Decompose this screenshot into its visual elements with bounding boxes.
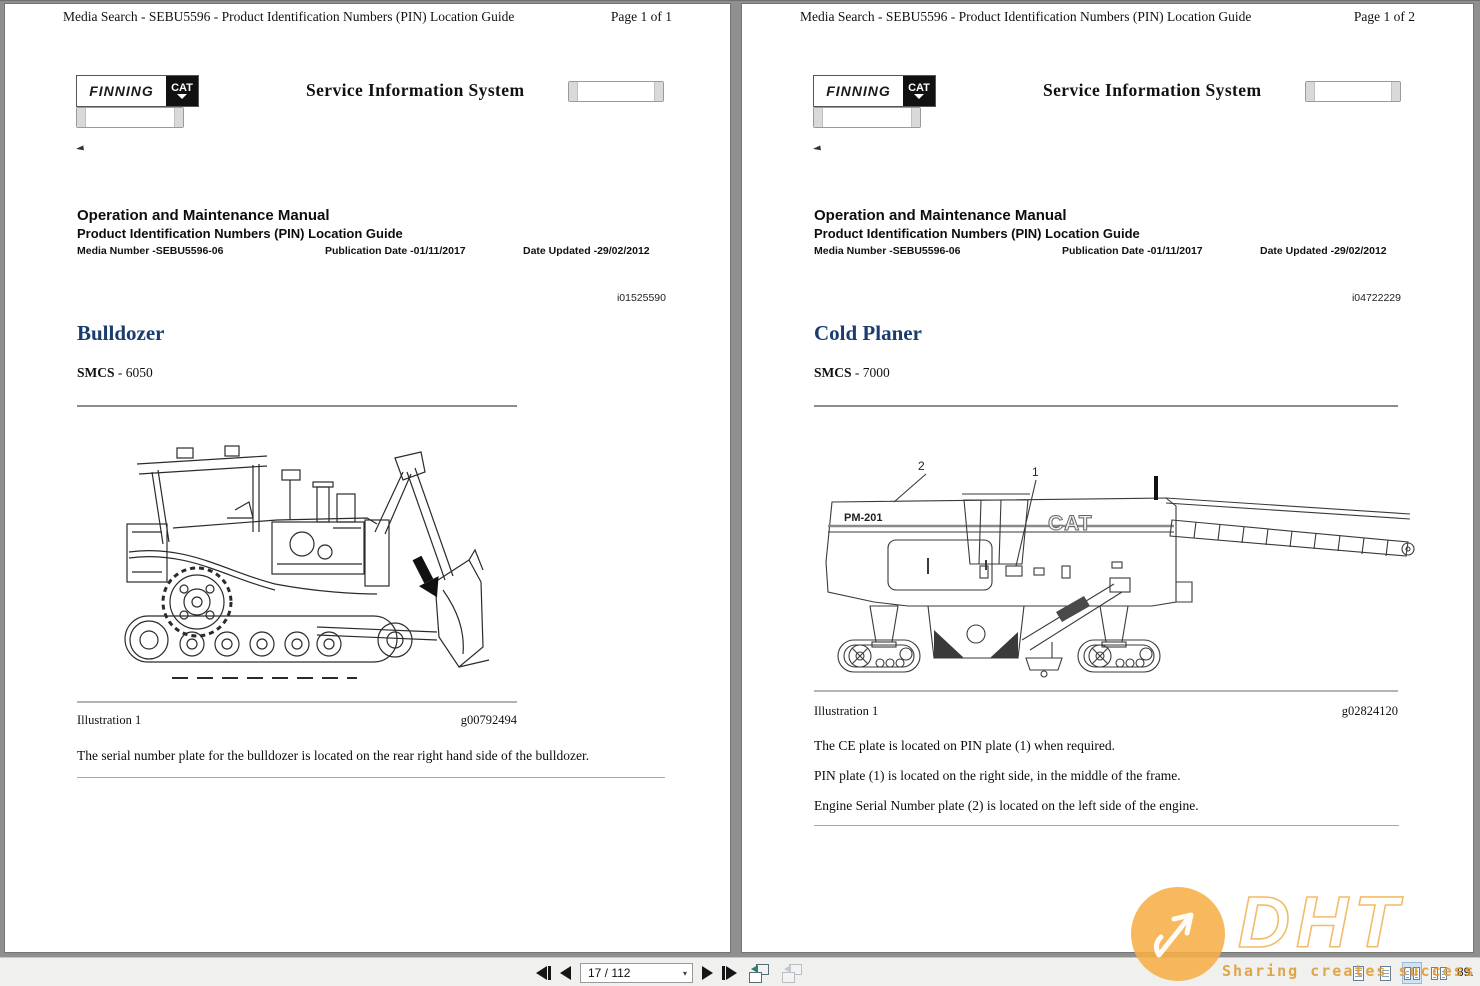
first-page-icon (536, 966, 547, 980)
page-layout-options (1348, 962, 1449, 984)
divider-rule (77, 777, 665, 778)
illustration-caption: Illustration 1 g00792494 (77, 713, 517, 728)
media-number: Media Number -SEBU5596-06 (77, 245, 224, 257)
previous-view-button[interactable] (748, 963, 770, 983)
body-paragraph: PIN plate (1) is located on the right si… (814, 768, 1181, 783)
page-number-value: 17 / 112 (588, 966, 631, 980)
publication-date: Publication Date -01/11/2017 (325, 245, 466, 257)
cursor-arrow-icon: ◄ (75, 142, 85, 155)
manual-subtitle: Product Identification Numbers (PIN) Loc… (77, 226, 403, 241)
doc-id: i04722229 (1351, 292, 1401, 304)
finning-logo-text: FINNING (826, 83, 891, 99)
header-button-blank[interactable] (568, 81, 664, 102)
next-view-button[interactable] (781, 963, 803, 983)
illustration-label: Illustration 1 (814, 704, 879, 718)
body-paragraph: The serial number plate for the bulldoze… (77, 748, 590, 763)
print-header-page-count: Page 1 of 2 (1353, 9, 1415, 24)
print-header: Media Search - SEBU5596 - Product Identi… (63, 9, 672, 25)
header-button-blank[interactable] (813, 107, 921, 128)
publication-date: Publication Date -01/11/2017 (1062, 245, 1203, 257)
smcs-code: SMCS - 6050 (77, 365, 153, 380)
previous-page-icon (560, 966, 571, 980)
facing-pages-view-button[interactable] (1402, 962, 1422, 984)
divider-rule (814, 825, 1399, 826)
cursor-arrow-icon: ◄ (812, 142, 822, 155)
cat-brand-label: CAT (1048, 512, 1093, 535)
page-dropdown-arrow-icon[interactable]: ▾ (682, 968, 687, 978)
viewer-toolbar: 17 / 112 ▾ 89. (0, 957, 1480, 986)
cat-logo: CAT (903, 76, 935, 106)
page-navigation: 17 / 112 ▾ (536, 963, 803, 983)
section-title-cold-planer: Cold Planer (814, 321, 922, 345)
illustration-caption: Illustration 1 g02824120 (814, 704, 1398, 719)
body-paragraph: Engine Serial Number plate (2) is locate… (814, 798, 1199, 813)
doc-id: i01525590 (616, 292, 666, 304)
date-updated: Date Updated -29/02/2012 (523, 245, 650, 257)
bulldozer-illustration (77, 432, 517, 694)
manual-title: Operation and Maintenance Manual (814, 207, 1067, 224)
body-paragraph: The CE plate is located on PIN plate (1)… (814, 738, 1116, 753)
finning-logo-text: FINNING (89, 83, 154, 99)
print-header-title: Media Search - SEBU5596 - Product Identi… (63, 9, 515, 24)
smcs-code: SMCS - 7000 (814, 365, 890, 380)
callout-2-label: 2 (918, 459, 925, 473)
document-page-left: Media Search - SEBU5596 - Product Identi… (4, 3, 731, 953)
zoom-level-text: 89. (1457, 965, 1474, 979)
callout-1-label: 1 (1032, 465, 1039, 479)
next-page-icon (702, 966, 713, 980)
print-header-page-count: Page 1 of 1 (610, 9, 672, 24)
continuous-facing-view-button[interactable] (1429, 962, 1449, 984)
print-header: Media Search - SEBU5596 - Product Identi… (800, 9, 1415, 25)
illustration-id: g00792494 (460, 713, 517, 727)
manual-subtitle: Product Identification Numbers (PIN) Loc… (814, 226, 1140, 241)
divider-rule (77, 701, 517, 703)
previous-page-button[interactable] (560, 964, 571, 982)
finning-cat-logo: FINNING CAT (76, 75, 199, 107)
cat-logo: CAT (166, 76, 198, 106)
first-page-button[interactable] (536, 964, 551, 982)
section-title-bulldozer: Bulldozer (77, 321, 165, 345)
divider-rule (77, 405, 517, 407)
facing-pages-icon (1404, 966, 1411, 980)
media-number: Media Number -SEBU5596-06 (814, 245, 961, 257)
date-updated: Date Updated -29/02/2012 (1260, 245, 1387, 257)
last-page-icon (726, 966, 737, 980)
finning-cat-logo: FINNING CAT (813, 75, 936, 107)
single-page-icon (1352, 965, 1364, 981)
document-page-right: Media Search - SEBU5596 - Product Identi… (741, 3, 1474, 953)
model-label: PM-201 (844, 512, 883, 524)
header-button-blank[interactable] (1305, 81, 1401, 102)
sis-title: Service Information System (1043, 80, 1262, 100)
continuous-view-icon (1379, 965, 1391, 981)
divider-rule (814, 690, 1398, 692)
illustration-label: Illustration 1 (77, 713, 142, 727)
single-page-view-button[interactable] (1348, 962, 1368, 984)
print-header-title: Media Search - SEBU5596 - Product Identi… (800, 9, 1252, 24)
divider-rule (814, 405, 1398, 407)
next-view-icon (784, 964, 791, 973)
manual-title: Operation and Maintenance Manual (77, 207, 330, 224)
cold-planer-illustration: 2 1 PM-201 CAT (816, 454, 1416, 686)
page-number-field[interactable]: 17 / 112 ▾ (580, 963, 693, 983)
cat-logo-triangle-icon (914, 94, 924, 99)
cat-logo-triangle-icon (177, 94, 187, 99)
continuous-view-button[interactable] (1375, 962, 1395, 984)
continuous-facing-icon (1431, 966, 1438, 980)
sis-title: Service Information System (306, 80, 525, 100)
location-arrow (412, 555, 439, 598)
previous-view-icon (751, 964, 758, 973)
last-page-button[interactable] (722, 964, 737, 982)
illustration-id: g02824120 (1341, 704, 1398, 718)
header-button-blank[interactable] (76, 107, 184, 128)
next-page-button[interactable] (702, 964, 713, 982)
